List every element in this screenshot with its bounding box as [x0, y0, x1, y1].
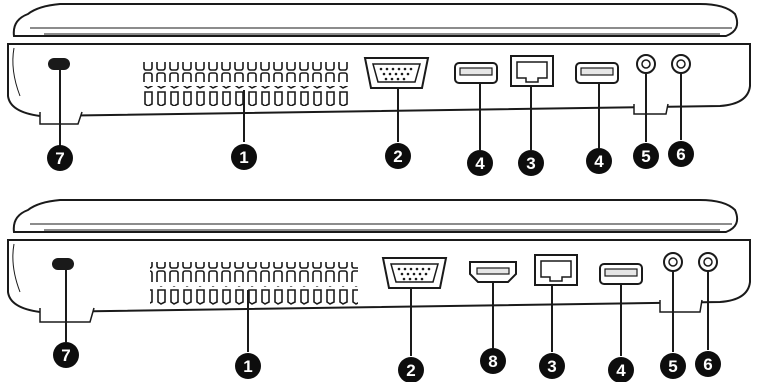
top-callout-number: 4 [475, 154, 485, 173]
top-lan-port [511, 56, 553, 86]
top-usb-port-2 [576, 63, 618, 83]
bottom-usb-port [600, 264, 642, 284]
top-lid [14, 4, 737, 36]
top-usb-port-1 [455, 63, 497, 83]
bottom-callout-number: 3 [547, 357, 556, 376]
bottom-callout-number: 1 [243, 357, 252, 376]
top-security-lock-slot [48, 58, 70, 70]
bottom-callout-number: 4 [616, 361, 626, 380]
top-callout-number: 7 [55, 149, 64, 168]
bottom-callout-number: 7 [61, 346, 70, 365]
bottom-security-lock-slot [52, 258, 74, 270]
top-callout-number: 4 [594, 152, 604, 171]
top-laptop [8, 4, 750, 124]
bottom-laptop [8, 200, 750, 322]
bottom-lid [14, 200, 737, 232]
top-callout-number: 5 [641, 147, 650, 166]
top-vga-port [365, 58, 428, 88]
top-callout-number: 3 [526, 154, 535, 173]
bottom-callout-number: 8 [488, 352, 497, 371]
top-callout-number: 6 [676, 145, 685, 164]
bottom-audio-jack-5 [664, 253, 682, 271]
bottom-lan-port [535, 255, 577, 285]
bottom-callout-number: 5 [668, 357, 677, 376]
top-callout-number: 2 [393, 147, 402, 166]
top-audio-jack-6 [672, 55, 690, 73]
bottom-callout-number: 6 [703, 355, 712, 374]
bottom-callout-number: 2 [406, 361, 415, 380]
bottom-foot-right [660, 300, 702, 312]
top-foot-right [634, 104, 668, 114]
top-callout-number: 1 [239, 148, 248, 167]
top-audio-jack-5 [637, 55, 655, 73]
bottom-hdmi-port [470, 262, 516, 282]
bottom-vga-port [383, 258, 446, 288]
bottom-audio-jack-6 [699, 253, 717, 271]
top-callouts: 7 1 2 4 3 4 5 6 [47, 141, 694, 176]
